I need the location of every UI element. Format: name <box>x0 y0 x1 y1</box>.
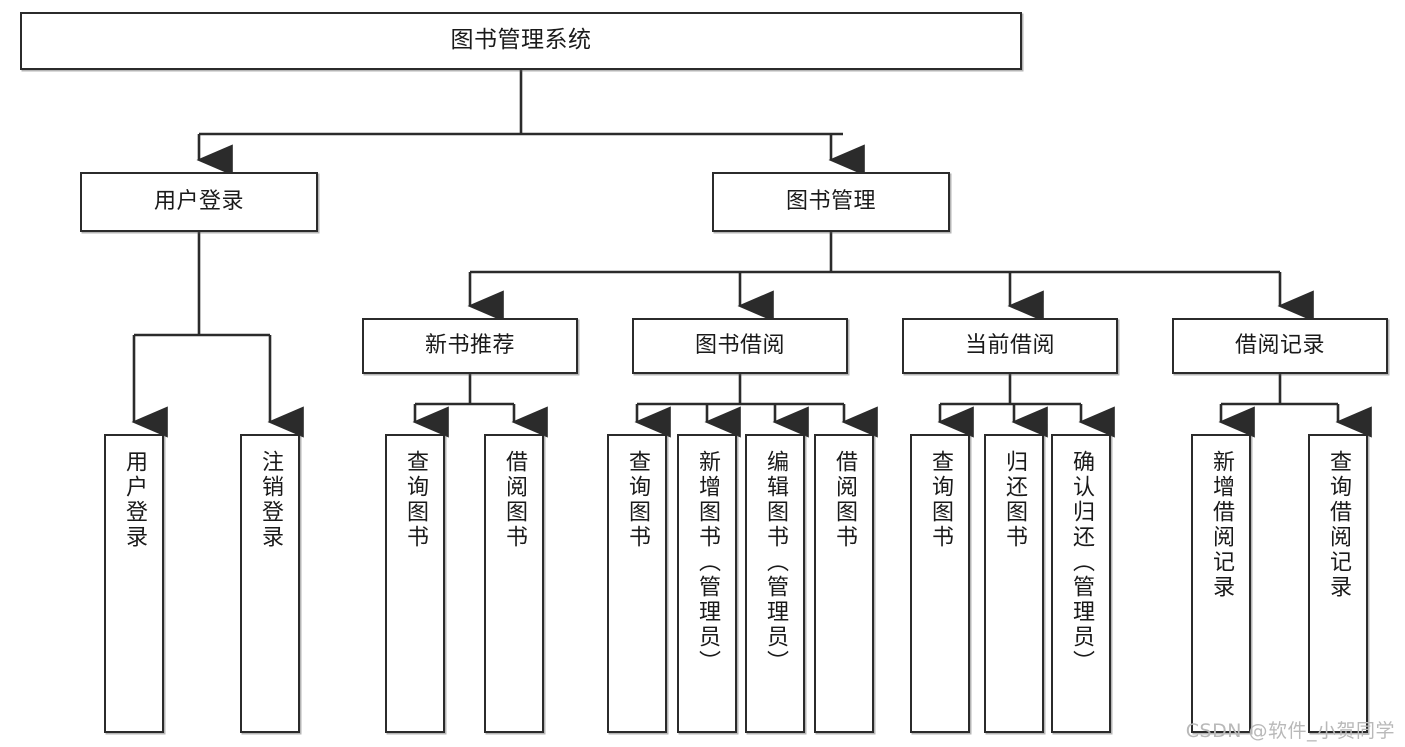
node-root[interactable]: 图书管理系统 <box>20 12 1022 70</box>
leaf-label: 查询图书 <box>625 450 650 550</box>
leaf-current-confirm-return[interactable]: 确认归还（管理员） <box>1051 434 1111 733</box>
leaf-borrow-lend-book[interactable]: 借阅图书 <box>814 434 874 733</box>
node-borrow-record-label: 借阅记录 <box>1234 332 1325 358</box>
leaf-borrow-edit-book[interactable]: 编辑图书（管理员） <box>745 434 805 733</box>
node-current-borrow[interactable]: 当前借阅 <box>902 318 1118 374</box>
leaf-borrow-query-book[interactable]: 查询图书 <box>607 434 667 733</box>
leaf-current-return-book[interactable]: 归还图书 <box>984 434 1044 733</box>
leaf-new-borrow-book[interactable]: 借阅图书 <box>484 434 544 733</box>
leaf-label: 查询图书 <box>928 450 953 550</box>
leaf-user-login[interactable]: 用户登录 <box>104 434 164 733</box>
leaf-borrow-add-book[interactable]: 新增图书（管理员） <box>677 434 737 733</box>
leaf-label: 查询图书 <box>403 450 428 550</box>
leaf-label: 查询借阅记录 <box>1326 450 1351 600</box>
leaf-new-query-book[interactable]: 查询图书 <box>385 434 445 733</box>
leaf-record-add[interactable]: 新增借阅记录 <box>1191 434 1251 733</box>
leaf-record-query[interactable]: 查询借阅记录 <box>1308 434 1368 733</box>
node-user-login-label: 用户登录 <box>153 188 244 214</box>
leaf-label: 注销登录 <box>258 450 283 550</box>
leaf-current-query-book[interactable]: 查询图书 <box>910 434 970 733</box>
node-book-borrow-label: 图书借阅 <box>694 332 785 358</box>
leaf-label: 借阅图书 <box>832 450 857 550</box>
leaf-label: 用户登录 <box>122 450 147 550</box>
node-root-label: 图书管理系统 <box>450 27 592 54</box>
leaf-label: 借阅图书 <box>502 450 527 550</box>
leaf-label: 新增图书（管理员） <box>695 450 720 675</box>
leaf-label: 新增借阅记录 <box>1209 450 1234 600</box>
watermark: CSDN @软件_小贺同学 <box>1185 720 1395 742</box>
node-borrow-record[interactable]: 借阅记录 <box>1172 318 1388 374</box>
node-user-login[interactable]: 用户登录 <box>80 172 318 232</box>
node-book-borrow[interactable]: 图书借阅 <box>632 318 848 374</box>
leaf-label: 归还图书 <box>1002 450 1027 550</box>
leaf-label: 确认归还（管理员） <box>1069 450 1094 675</box>
node-new-book-recommend-label: 新书推荐 <box>424 332 515 358</box>
node-new-book-recommend[interactable]: 新书推荐 <box>362 318 578 374</box>
node-current-borrow-label: 当前借阅 <box>964 332 1055 358</box>
leaf-label: 编辑图书（管理员） <box>763 450 788 675</box>
node-book-management-label: 图书管理 <box>785 188 876 214</box>
node-book-management[interactable]: 图书管理 <box>712 172 950 232</box>
leaf-user-logout[interactable]: 注销登录 <box>240 434 300 733</box>
